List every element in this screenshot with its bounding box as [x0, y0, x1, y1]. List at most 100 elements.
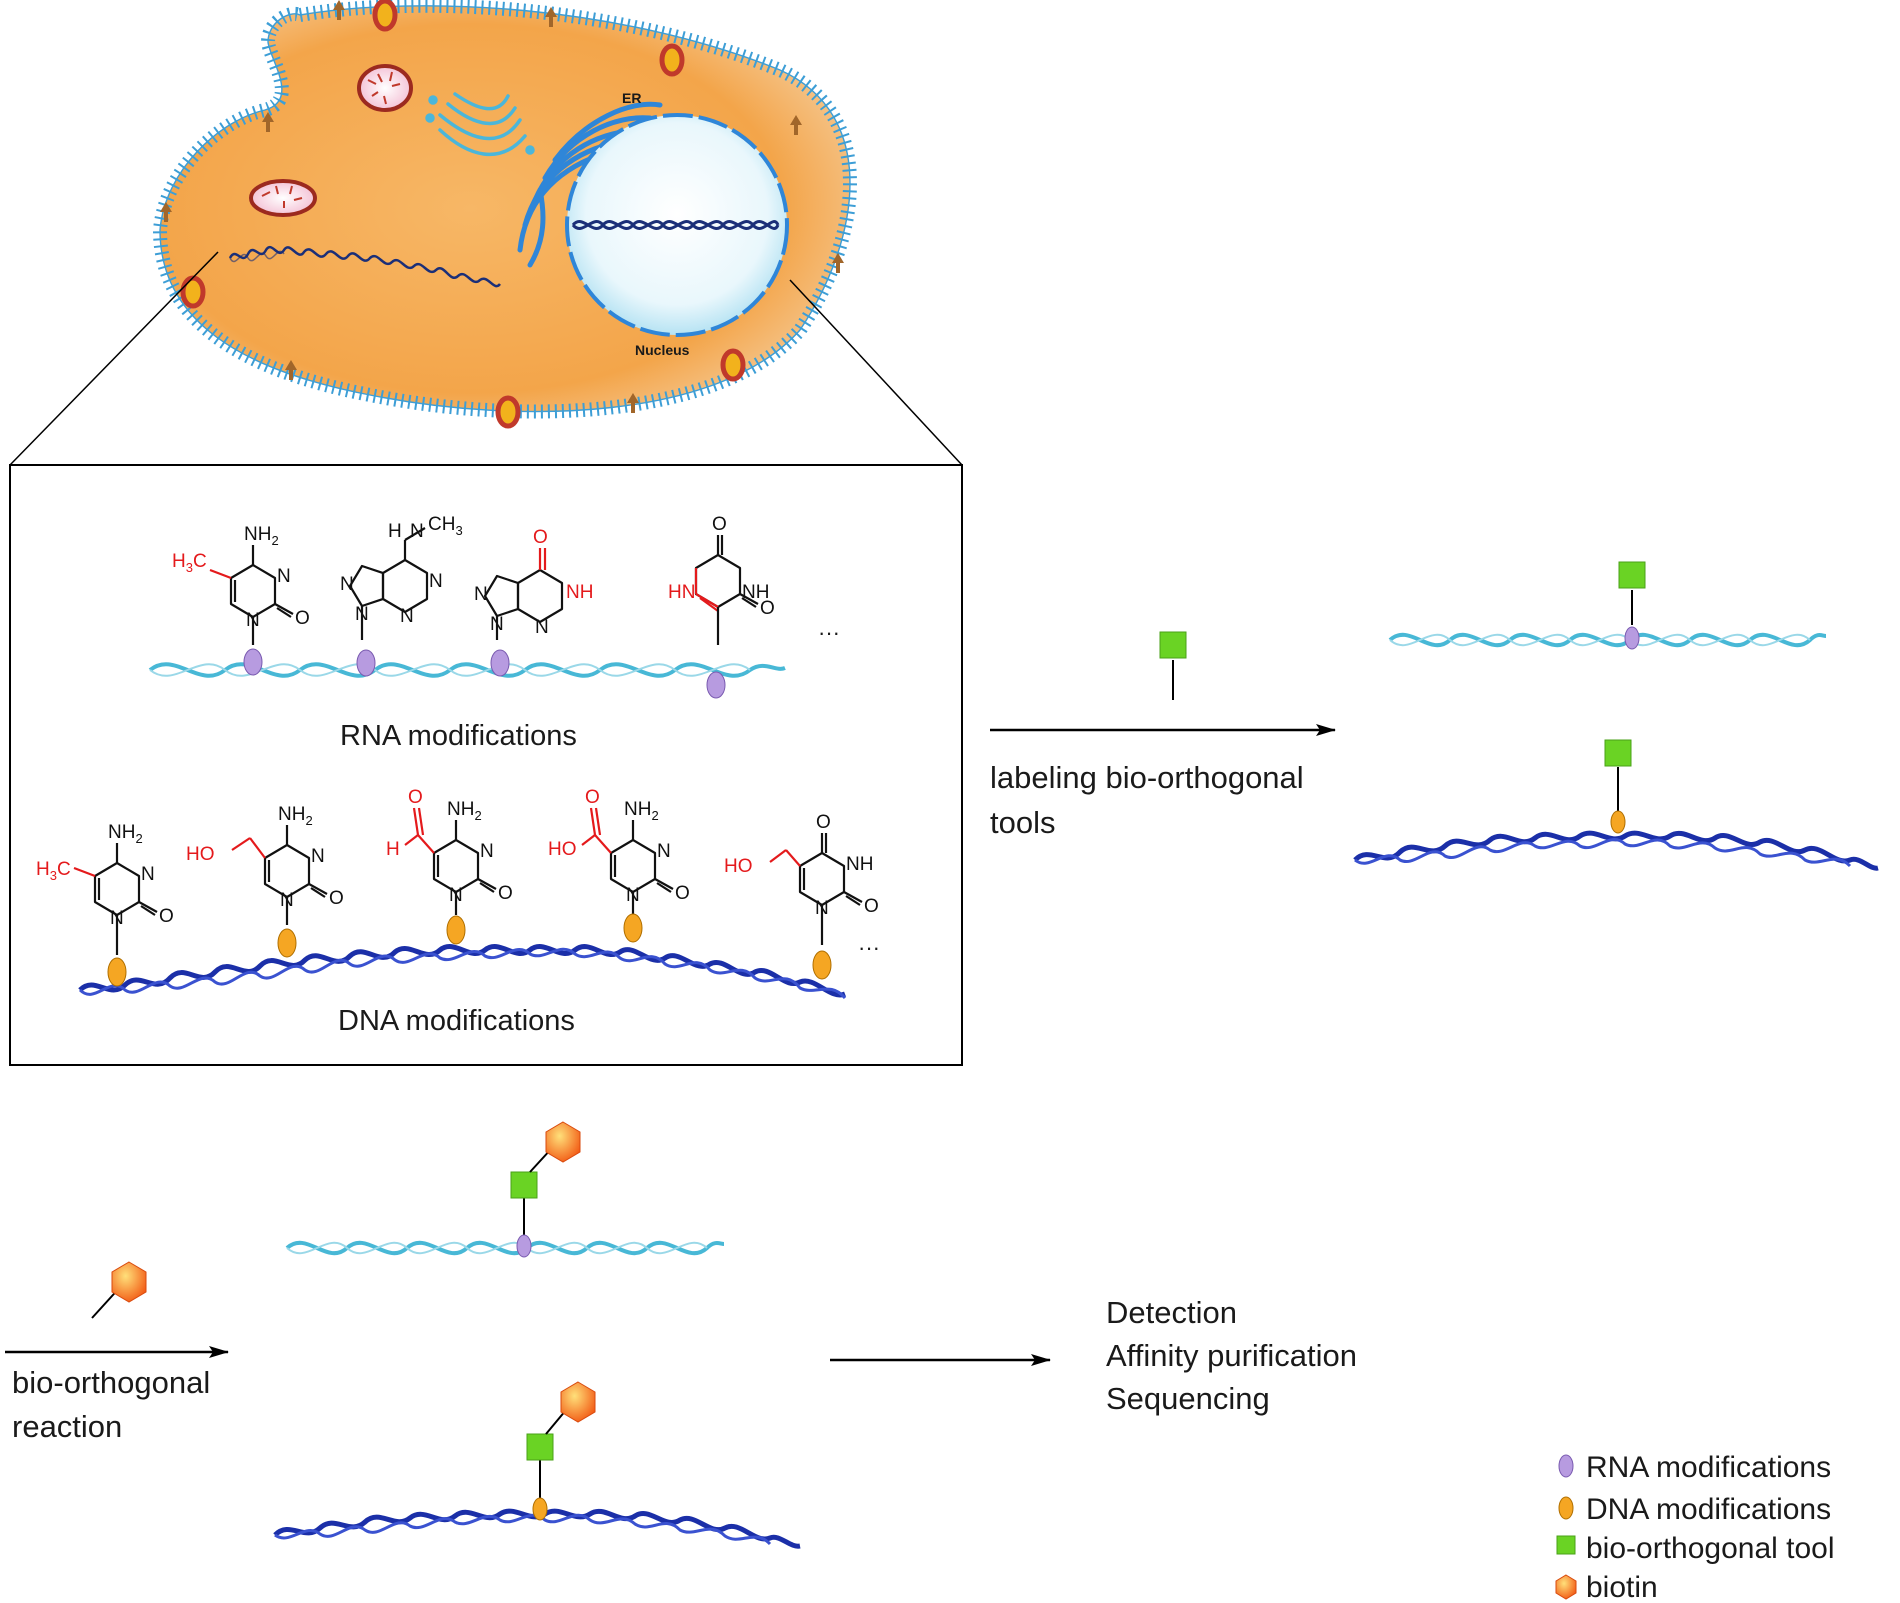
- dna-modifications-title: DNA modifications: [338, 1005, 575, 1037]
- svg-text:N: N: [626, 885, 640, 906]
- cell-illustration: ER Nucleus: [152, 0, 857, 429]
- svg-text:DNA modifications: DNA modifications: [1586, 1493, 1831, 1526]
- dna-ellipsis: ···: [858, 935, 880, 960]
- dna-5hmu-structure: O HO NH O N: [724, 812, 879, 945]
- svg-text:O: O: [675, 883, 690, 904]
- svg-text:O: O: [864, 896, 879, 917]
- svg-text:N: N: [340, 574, 354, 595]
- svg-text:CH3: CH3: [428, 514, 463, 538]
- dna-mod-marker: [107, 957, 127, 987]
- golgi-apparatus: [425, 92, 535, 157]
- dna-5mc-structure: NH2 H3C N O N: [36, 822, 174, 955]
- svg-text:H: H: [386, 839, 400, 860]
- dna-mod-marker: [623, 913, 643, 943]
- svg-text:N: N: [490, 614, 504, 635]
- labeling-step-label: labeling bio-orthogonal tools: [990, 760, 1312, 840]
- dna-mod-marker: [812, 950, 832, 980]
- rna-mod-icon: [1558, 1454, 1574, 1478]
- svg-text:NH: NH: [566, 582, 593, 603]
- nucleus-label: Nucleus: [635, 342, 690, 358]
- svg-text:N: N: [429, 571, 443, 592]
- rna-m5c-structure: NH2 H3C N O N: [172, 524, 310, 645]
- rna-mod-marker: [243, 648, 263, 676]
- svg-text:RNA modifications: RNA modifications: [1586, 1451, 1831, 1484]
- legend-item-dna-modifications: DNA modifications: [1558, 1493, 1831, 1526]
- biotin-marker: [560, 1381, 596, 1423]
- biotinylated-rna-strand: [285, 1240, 725, 1256]
- svg-text:NH: NH: [846, 854, 873, 875]
- svg-text:NH2: NH2: [447, 799, 482, 823]
- bioorthogonal-tool-marker: [526, 1433, 554, 1461]
- rna-mod-marker: [490, 649, 510, 677]
- legend: RNA modifications DNA modifications bio-…: [1555, 1451, 1835, 1603]
- dna-mod-marker: [446, 915, 466, 945]
- zoom-line-right: [789, 279, 963, 466]
- bioorthogonal-tool-icon: [1556, 1535, 1576, 1555]
- svg-text:O: O: [533, 527, 548, 548]
- svg-text:N: N: [474, 584, 488, 605]
- svg-text:HO: HO: [548, 839, 577, 860]
- rna-mod-marker: [356, 649, 376, 677]
- svg-text:H3C: H3C: [172, 551, 207, 575]
- dna-mod-marker: [1610, 810, 1626, 834]
- svg-text:O: O: [329, 888, 344, 909]
- svg-text:N: N: [410, 521, 424, 542]
- legend-item-biotin: biotin: [1555, 1571, 1658, 1603]
- svg-text:N: N: [280, 890, 294, 911]
- svg-text:NH2: NH2: [108, 822, 143, 846]
- svg-text:N: N: [246, 610, 260, 631]
- bioorthogonal-tool-marker: [510, 1171, 538, 1199]
- nucleus: [565, 113, 789, 337]
- svg-text:O: O: [408, 787, 423, 808]
- svg-text:O: O: [816, 812, 831, 833]
- svg-text:O: O: [712, 514, 727, 535]
- svg-text:biotin: biotin: [1586, 1571, 1658, 1603]
- svg-text:N: N: [657, 841, 671, 862]
- svg-text:bio-orthogonal tool: bio-orthogonal tool: [1586, 1532, 1835, 1565]
- svg-text:O: O: [585, 787, 600, 808]
- svg-text:H: H: [388, 521, 402, 542]
- membrane-channels: [180, 0, 746, 429]
- dna-5fc-structure: NH2 O H N O N: [386, 787, 513, 915]
- biotin-reagent: [91, 1261, 147, 1319]
- rna-m6a-structure: H N CH3 N N N N: [340, 514, 463, 640]
- svg-text:N: N: [277, 566, 291, 587]
- svg-text:O: O: [760, 598, 775, 619]
- outcome-list: Detection Affinity purification Sequenci…: [1106, 1295, 1366, 1416]
- svg-text:N: N: [311, 846, 325, 867]
- er-label: ER: [622, 90, 641, 106]
- modifications-panel: [9, 464, 963, 1066]
- svg-text:NH: NH: [742, 582, 769, 603]
- labeling-tool-reagent: [1159, 631, 1187, 700]
- svg-text:N: N: [141, 864, 155, 885]
- svg-text:NH2: NH2: [278, 804, 313, 828]
- bioorthogonal-tool-marker: [1618, 561, 1646, 589]
- rna-mod-marker: [1624, 626, 1640, 650]
- svg-text:O: O: [159, 906, 174, 927]
- cytoplasmic-rna-strand: [228, 245, 501, 288]
- rna-mod-marker: [706, 671, 726, 699]
- svg-text:NH2: NH2: [244, 524, 279, 548]
- labeled-dna-strand: [1353, 830, 1879, 871]
- rna-inosine-structure: O NH N N N: [474, 527, 593, 640]
- dna-mod-icon: [1558, 1496, 1574, 1520]
- dna-mod-marker: [277, 928, 297, 958]
- biotin-icon: [1555, 1574, 1577, 1600]
- reaction-step-label: bio-orthogonal reaction: [12, 1365, 219, 1444]
- legend-item-bioorthogonal-tool: bio-orthogonal tool: [1556, 1532, 1835, 1565]
- svg-text:N: N: [400, 606, 414, 627]
- svg-text:N: N: [480, 841, 494, 862]
- svg-text:HO: HO: [724, 856, 753, 877]
- legend-item-rna-modifications: RNA modifications: [1558, 1451, 1831, 1484]
- mitochondrion-upper: [357, 64, 413, 112]
- panel-dna-strand: [78, 944, 847, 1000]
- rna-mod-marker: [516, 1234, 532, 1258]
- svg-text:H3C: H3C: [36, 859, 71, 883]
- svg-text:N: N: [110, 908, 124, 929]
- dna-5cac-structure: NH2 O HO N O N: [548, 787, 690, 915]
- svg-text:O: O: [498, 883, 513, 904]
- labeled-rna-strand: [1388, 632, 1827, 648]
- bioorthogonal-tool-marker: [1604, 739, 1632, 767]
- svg-text:N: N: [355, 604, 369, 625]
